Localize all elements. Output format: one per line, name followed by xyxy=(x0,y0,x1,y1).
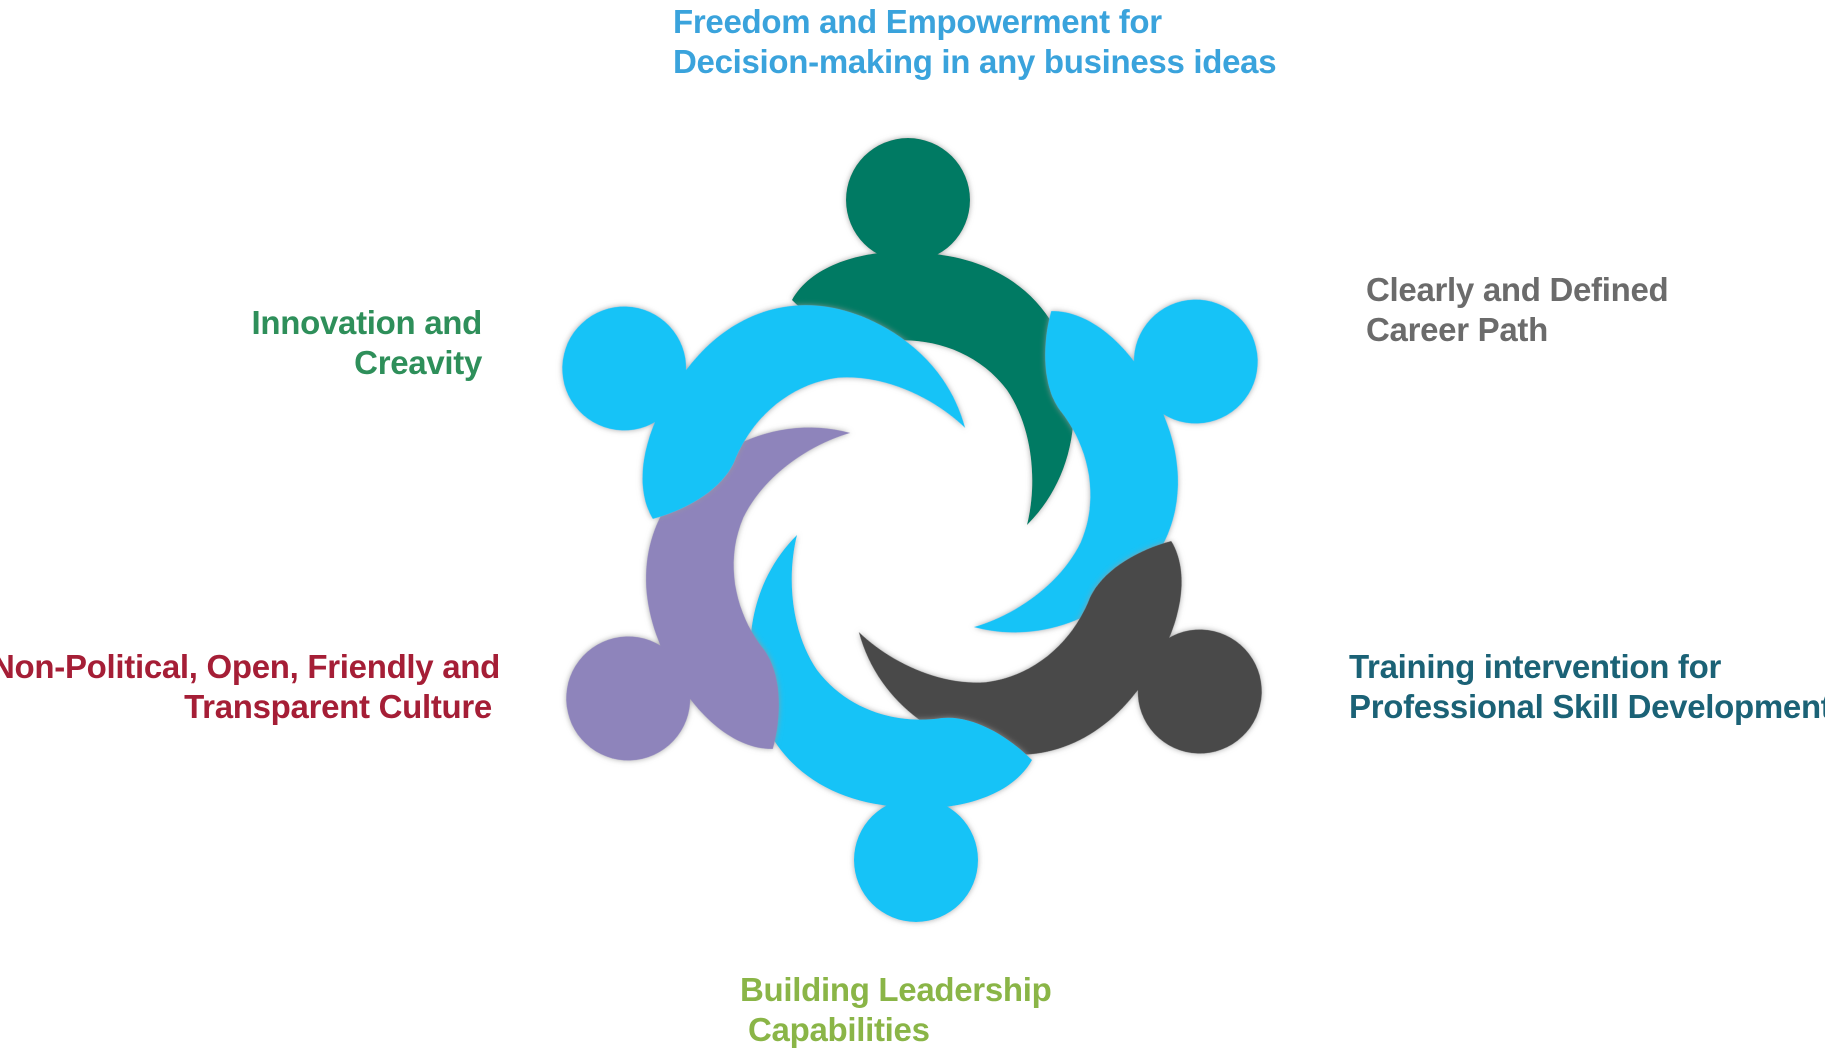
gray-figure-body xyxy=(858,541,1182,755)
label-innovation: Innovation and Creavity xyxy=(251,303,483,383)
label-training-line2: Professional Skill Development xyxy=(1349,688,1825,725)
purple-figure xyxy=(566,427,851,761)
label-freedom: Freedom and Empowerment for Decision-mak… xyxy=(673,2,1277,82)
cyan-figure-left-body xyxy=(642,305,966,519)
label-career: Clearly and Defined Career Path xyxy=(1366,270,1669,350)
teal-figure-head xyxy=(846,138,970,262)
purple-figure-head xyxy=(566,636,691,761)
figures-group xyxy=(562,138,1262,922)
label-freedom-line1: Freedom and Empowerment for xyxy=(673,3,1162,40)
label-innovation-line2: Creavity xyxy=(354,344,482,381)
label-leadership: Building Leadership Capabilities xyxy=(740,970,1052,1050)
label-training-line1: Training intervention for xyxy=(1349,648,1722,685)
cyan-figure-bottom xyxy=(750,535,1032,922)
label-career-line1: Clearly and Defined xyxy=(1366,271,1669,308)
cyan-figure-right-head xyxy=(1133,299,1258,424)
gray-figure-head xyxy=(1137,629,1262,754)
cyan-figure-right xyxy=(973,299,1258,633)
gray-figure xyxy=(858,541,1262,755)
label-leadership-line2: Capabilities xyxy=(748,1011,930,1048)
cyan-figure-bottom-head xyxy=(854,798,978,922)
label-freedom-line2: Decision-making in any business ideas xyxy=(673,43,1277,80)
label-culture-line1: Non-Political, Open, Friendly and xyxy=(0,648,500,685)
cyan-figure-left xyxy=(562,305,966,519)
cyan-figure-bottom-body xyxy=(750,535,1032,809)
label-training: Training intervention for Professional S… xyxy=(1349,647,1825,727)
purple-figure-body xyxy=(645,427,851,749)
label-leadership-line1: Building Leadership xyxy=(740,971,1052,1008)
label-culture: Non-Political, Open, Friendly and Transp… xyxy=(0,647,500,727)
label-culture-line2: Transparent Culture xyxy=(184,688,492,725)
label-innovation-line1: Innovation and xyxy=(251,304,483,341)
cyan-figure-right-body xyxy=(973,311,1179,633)
label-career-line2: Career Path xyxy=(1366,311,1548,348)
cyan-figure-left-head xyxy=(562,306,687,431)
